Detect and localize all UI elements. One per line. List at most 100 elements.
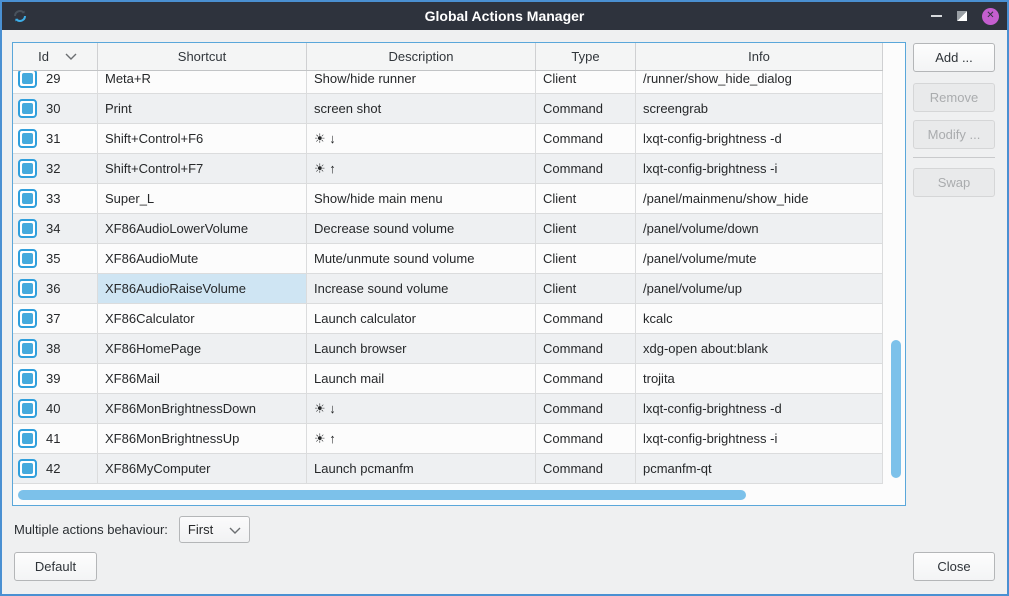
cell-shortcut[interactable]: XF86Calculator <box>98 304 307 334</box>
row-checkbox[interactable] <box>18 459 37 478</box>
cell-info[interactable]: kcalc <box>636 304 883 334</box>
cell-id[interactable]: 39 <box>13 364 98 394</box>
titlebar[interactable]: Global Actions Manager ✕ <box>2 2 1007 30</box>
row-checkbox[interactable] <box>18 189 37 208</box>
cell-info[interactable]: pcmanfm-qt <box>636 454 883 484</box>
cell-id[interactable]: 36 <box>13 274 98 304</box>
cell-type[interactable]: Command <box>536 124 636 154</box>
cell-type[interactable]: Command <box>536 424 636 454</box>
cell-shortcut[interactable]: XF86MyComputer <box>98 454 307 484</box>
cell-info[interactable]: screengrab <box>636 94 883 124</box>
cell-description[interactable]: ☀ ↑ <box>307 424 536 454</box>
row-checkbox[interactable] <box>18 219 37 238</box>
column-header-info[interactable]: Info <box>636 43 883 70</box>
minimize-icon[interactable] <box>931 15 942 17</box>
row-checkbox[interactable] <box>18 71 37 88</box>
cell-type[interactable]: Command <box>536 304 636 334</box>
cell-id[interactable]: 29 <box>13 71 98 94</box>
cell-id[interactable]: 32 <box>13 154 98 184</box>
cell-type[interactable]: Client <box>536 214 636 244</box>
modify-button[interactable]: Modify ... <box>913 120 995 149</box>
row-checkbox[interactable] <box>18 339 37 358</box>
cell-id[interactable]: 30 <box>13 94 98 124</box>
cell-shortcut[interactable]: XF86AudioMute <box>98 244 307 274</box>
cell-description[interactable]: ☀ ↓ <box>307 394 536 424</box>
cell-description[interactable]: Launch mail <box>307 364 536 394</box>
cell-type[interactable]: Command <box>536 394 636 424</box>
row-checkbox[interactable] <box>18 429 37 448</box>
cell-type[interactable]: Client <box>536 184 636 214</box>
cell-shortcut[interactable]: XF86MonBrightnessDown <box>98 394 307 424</box>
row-checkbox[interactable] <box>18 369 37 388</box>
cell-info[interactable]: /panel/volume/down <box>636 214 883 244</box>
cell-info[interactable]: xdg-open about:blank <box>636 334 883 364</box>
row-checkbox[interactable] <box>18 249 37 268</box>
cell-shortcut[interactable]: XF86MonBrightnessUp <box>98 424 307 454</box>
cell-id[interactable]: 34 <box>13 214 98 244</box>
cell-shortcut[interactable]: XF86Mail <box>98 364 307 394</box>
cell-type[interactable]: Command <box>536 364 636 394</box>
cell-info[interactable]: lxqt-config-brightness -d <box>636 394 883 424</box>
cell-info[interactable]: lxqt-config-brightness -d <box>636 124 883 154</box>
cell-info[interactable]: /panel/volume/mute <box>636 244 883 274</box>
cell-description[interactable]: Mute/unmute sound volume <box>307 244 536 274</box>
cell-description[interactable]: ☀ ↓ <box>307 124 536 154</box>
cell-id[interactable]: 40 <box>13 394 98 424</box>
cell-shortcut[interactable]: Print <box>98 94 307 124</box>
row-checkbox[interactable] <box>18 309 37 328</box>
column-header-id[interactable]: Id <box>13 43 98 70</box>
close-button[interactable]: Close <box>913 552 995 581</box>
cell-type[interactable]: Client <box>536 71 636 94</box>
cell-info[interactable]: trojita <box>636 364 883 394</box>
cell-description[interactable]: ☀ ↑ <box>307 154 536 184</box>
cell-type[interactable]: Client <box>536 244 636 274</box>
restore-icon[interactable] <box>956 10 968 22</box>
cell-shortcut[interactable]: Meta+R <box>98 71 307 94</box>
add-button[interactable]: Add ... <box>913 43 995 72</box>
row-checkbox[interactable] <box>18 279 37 298</box>
cell-type[interactable]: Command <box>536 454 636 484</box>
cell-info[interactable]: /panel/volume/up <box>636 274 883 304</box>
cell-shortcut[interactable]: XF86AudioLowerVolume <box>98 214 307 244</box>
cell-id[interactable]: 33 <box>13 184 98 214</box>
cell-info[interactable]: /panel/mainmenu/show_hide <box>636 184 883 214</box>
row-checkbox[interactable] <box>18 99 37 118</box>
column-header-type[interactable]: Type <box>536 43 636 70</box>
cell-description[interactable]: Show/hide runner <box>307 71 536 94</box>
cell-type[interactable]: Command <box>536 334 636 364</box>
cell-info[interactable]: lxqt-config-brightness -i <box>636 154 883 184</box>
cell-shortcut[interactable]: Super_L <box>98 184 307 214</box>
cell-description[interactable]: Launch browser <box>307 334 536 364</box>
cell-type[interactable]: Command <box>536 94 636 124</box>
remove-button[interactable]: Remove <box>913 83 995 112</box>
cell-id[interactable]: 31 <box>13 124 98 154</box>
cell-description[interactable]: Launch pcmanfm <box>307 454 536 484</box>
cell-shortcut[interactable]: XF86HomePage <box>98 334 307 364</box>
cell-description[interactable]: Decrease sound volume <box>307 214 536 244</box>
cell-shortcut[interactable]: XF86AudioRaiseVolume <box>98 274 307 304</box>
cell-description[interactable]: Launch calculator <box>307 304 536 334</box>
vertical-scrollbar[interactable] <box>891 340 901 478</box>
cell-type[interactable]: Client <box>536 274 636 304</box>
cell-id[interactable]: 38 <box>13 334 98 364</box>
cell-id[interactable]: 42 <box>13 454 98 484</box>
cell-info[interactable]: /runner/show_hide_dialog <box>636 71 883 94</box>
cell-id[interactable]: 37 <box>13 304 98 334</box>
column-header-description[interactable]: Description <box>307 43 536 70</box>
horizontal-scrollbar[interactable] <box>18 490 746 500</box>
cell-shortcut[interactable]: Shift+Control+F7 <box>98 154 307 184</box>
cell-info[interactable]: lxqt-config-brightness -i <box>636 424 883 454</box>
cell-id[interactable]: 35 <box>13 244 98 274</box>
